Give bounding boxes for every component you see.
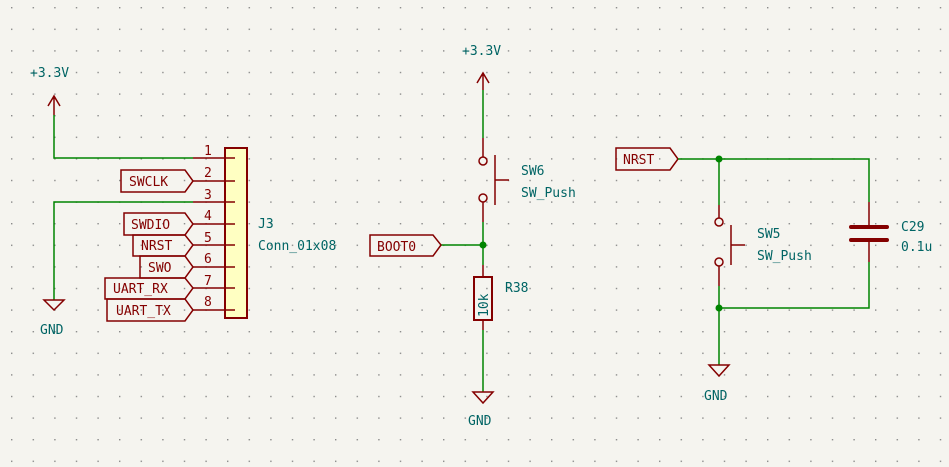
power-3v3-mid[interactable]: +3.3V [462, 44, 501, 90]
label-shape [123, 212, 194, 236]
resistor-body [473, 276, 493, 321]
power-3v3-left[interactable]: +3.3V [30, 66, 69, 115]
label-shape [120, 169, 194, 193]
power-label: GND [704, 389, 728, 404]
component-value: 0.1u [901, 240, 932, 255]
switch-sw5[interactable]: SW5 SW_Push [714, 205, 812, 286]
pin-number: 1 [204, 144, 212, 159]
pin-number: 5 [204, 231, 212, 246]
power-label: +3.3V [30, 66, 69, 81]
label-text: NRST [623, 153, 654, 168]
net-label-swclk[interactable]: SWCLK [129, 175, 168, 190]
reference-designator: SW5 [757, 227, 780, 242]
capacitor-plates [849, 225, 889, 242]
label-shape [369, 234, 442, 257]
switch-sw6[interactable]: SW6 SW_Push [478, 138, 576, 222]
reference-designator: SW6 [521, 164, 544, 179]
power-gnd-left[interactable]: GND [40, 299, 66, 338]
label-shape [615, 147, 679, 171]
pin-number: 7 [204, 274, 212, 289]
component-value: SW_Push [757, 249, 812, 264]
switch-contact-icon [714, 217, 724, 227]
wire[interactable] [53, 201, 193, 300]
switch-contact-icon [478, 156, 488, 166]
switch-contact-icon [714, 257, 724, 267]
power-arrow-icon [47, 94, 61, 115]
label-shape [106, 298, 194, 322]
power-gnd-right[interactable]: GND [704, 364, 731, 404]
power-label: GND [40, 323, 64, 338]
wire[interactable] [53, 115, 193, 159]
pin-number: 3 [204, 188, 212, 203]
label-shape [139, 255, 194, 279]
net-label-nrst-reset[interactable]: NRST [615, 147, 679, 171]
resistor-r38[interactable]: 10k R38 [473, 265, 528, 330]
connector-j3[interactable]: 1 2 3 4 5 6 7 8 J3 Conn_01x08 [193, 144, 336, 319]
wire[interactable] [678, 158, 870, 365]
component-value: 10k [477, 293, 492, 317]
switch-symbol [482, 138, 509, 222]
capacitor-c29[interactable]: C29 0.1u [849, 202, 932, 262]
net-label-swdio[interactable]: SWDIO [131, 218, 170, 233]
junction-dot [715, 304, 723, 312]
reference-designator: J3 [258, 217, 274, 232]
reference-designator: C29 [901, 220, 924, 235]
power-gnd-mid[interactable]: GND [468, 391, 495, 429]
power-label: +3.3V [462, 44, 501, 59]
component-value: SW_Push [521, 186, 576, 201]
net-label-nrst[interactable]: NRST [141, 239, 172, 254]
connector-body [224, 147, 248, 319]
switch-contact-icon [478, 193, 488, 203]
label-text: BOOT0 [377, 240, 416, 255]
label-shape [132, 234, 194, 257]
power-arrow-icon [476, 71, 490, 90]
power-label: GND [468, 414, 492, 429]
net-label-uart-tx[interactable]: UART_TX [116, 304, 171, 319]
net-label-swo[interactable]: SWO [148, 261, 172, 276]
switch-symbol [718, 205, 745, 286]
pin-number: 6 [204, 252, 212, 267]
label-shape [104, 277, 194, 300]
component-value: Conn_01x08 [258, 239, 336, 254]
ground-icon [42, 299, 66, 312]
ground-icon [707, 364, 731, 378]
ground-icon [471, 391, 495, 405]
pin-number: 4 [204, 209, 212, 224]
junction-dot [479, 241, 487, 249]
reference-designator: R38 [505, 281, 528, 296]
pin-number: 8 [204, 295, 212, 310]
connector-pins [193, 157, 235, 311]
junction-dot [715, 155, 723, 163]
pin-number: 2 [204, 166, 212, 181]
net-label-uart-rx[interactable]: UART_RX [113, 282, 168, 297]
net-label-boot0[interactable]: BOOT0 [369, 234, 442, 257]
